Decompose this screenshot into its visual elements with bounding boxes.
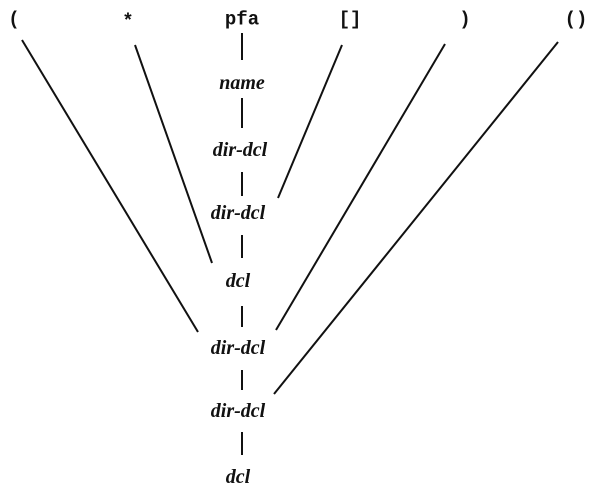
node-dir-dcl-2: dir-dcl [210,202,266,224]
token-pfa: pfa [224,8,260,31]
token-call-parens: () [564,8,588,31]
token-brackets: [] [338,8,362,31]
token-rparen: ) [459,8,471,31]
node-dir-dcl-3: dir-dcl [210,337,266,359]
edge-brackets-to-dir-dcl-2 [277,44,343,199]
edge-lparen-to-dir-dcl-3 [21,39,199,333]
edge-rparen-to-dir-dcl-3 [275,43,446,331]
node-dcl-1: dcl [225,270,251,292]
node-dcl-2: dcl [225,466,251,488]
edge-call-parens-to-dir-dcl-4 [273,41,559,395]
token-star: * [122,10,134,33]
node-dir-dcl-1: dir-dcl [212,139,268,161]
node-name: name [219,72,265,94]
token-lparen: ( [8,8,20,31]
node-dir-dcl-4: dir-dcl [210,400,266,422]
edge-star-to-dcl-1 [134,44,213,264]
